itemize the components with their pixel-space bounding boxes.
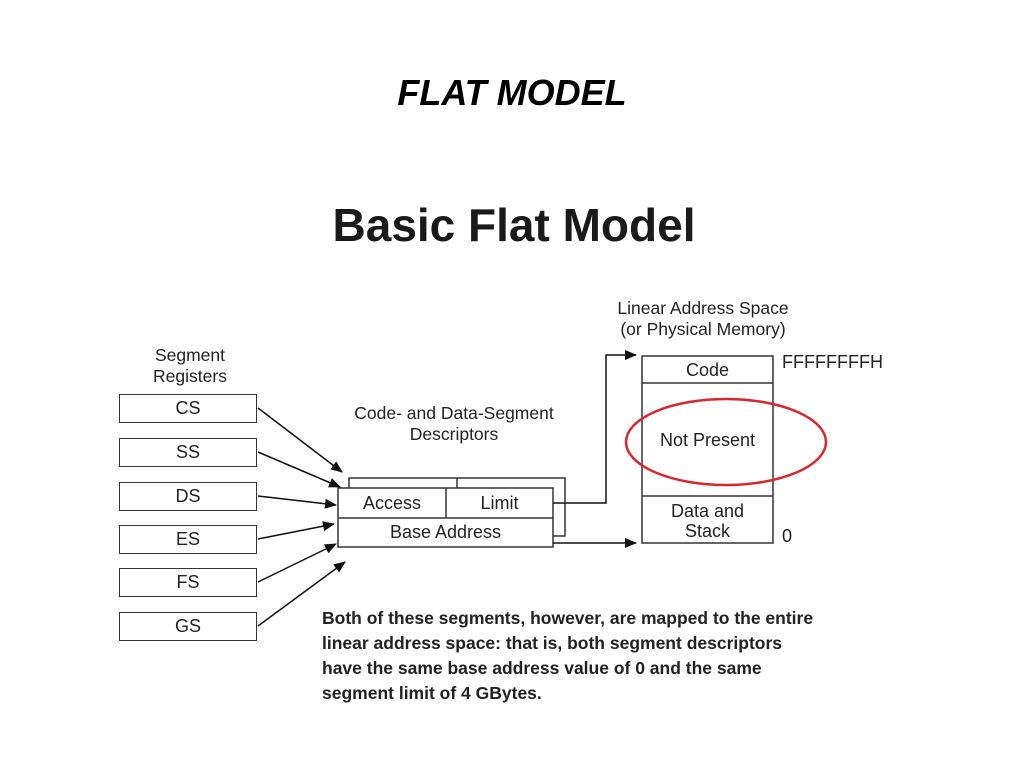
descriptor-limit: Limit — [480, 493, 519, 513]
arrow-limit-to-top — [553, 350, 637, 504]
arrow-cs — [257, 407, 343, 473]
explanation-line: linear address space: that is, both segm… — [322, 633, 782, 653]
slide-title: FLAT MODEL — [397, 72, 627, 113]
arrow-es — [257, 521, 335, 540]
descriptor-access: Access — [362, 493, 422, 513]
descriptor-base-address: Base Address — [389, 522, 502, 542]
segment-registers-label: Segment Registers — [140, 345, 240, 387]
descriptors-label-line1: Code- and Data-Segment — [354, 403, 554, 423]
memory-data-stack: Data and Stack — [642, 501, 773, 541]
memory-not-present: Not Present — [659, 430, 756, 450]
memory-data-stack-line2: Stack — [684, 521, 731, 541]
descriptors-label-line2: Descriptors — [409, 424, 499, 444]
register-ss: SS — [119, 438, 257, 467]
diagram-title: Basic Flat Model — [332, 199, 696, 251]
arrow-ds — [257, 495, 337, 509]
arrow-ss — [257, 451, 341, 488]
not-present-highlight — [624, 397, 828, 487]
register-gs: GS — [119, 612, 257, 641]
memory-data-stack-line1: Data and — [670, 501, 745, 521]
bottom-address: 0 — [782, 526, 793, 546]
explanation-line: have the same base address value of 0 an… — [322, 658, 762, 678]
arrow-fs — [257, 543, 337, 583]
segment-registers-label-line2: Registers — [153, 366, 227, 386]
register-es: ES — [119, 525, 257, 554]
address-space-label: Linear Address Space (or Physical Memory… — [588, 298, 818, 340]
descriptors-label: Code- and Data-Segment Descriptors — [326, 403, 582, 445]
memory-code: Code — [685, 360, 730, 380]
explanation-line: Both of these segments, however, are map… — [322, 608, 814, 628]
explanation-text: Both of these segments, however, are map… — [322, 606, 932, 706]
address-space-label-line2: (or Physical Memory) — [620, 319, 786, 339]
register-fs: FS — [119, 568, 257, 597]
segment-registers-label-line1: Segment — [154, 345, 226, 365]
top-address: FFFFFFFFH — [782, 352, 883, 372]
arrow-gs — [257, 561, 346, 627]
register-cs: CS — [119, 394, 257, 423]
memory-box — [641, 355, 774, 544]
address-space-label-line1: Linear Address Space — [617, 298, 789, 318]
register-ds: DS — [119, 482, 257, 511]
explanation-line: segment limit of 4 GBytes. — [322, 683, 542, 703]
